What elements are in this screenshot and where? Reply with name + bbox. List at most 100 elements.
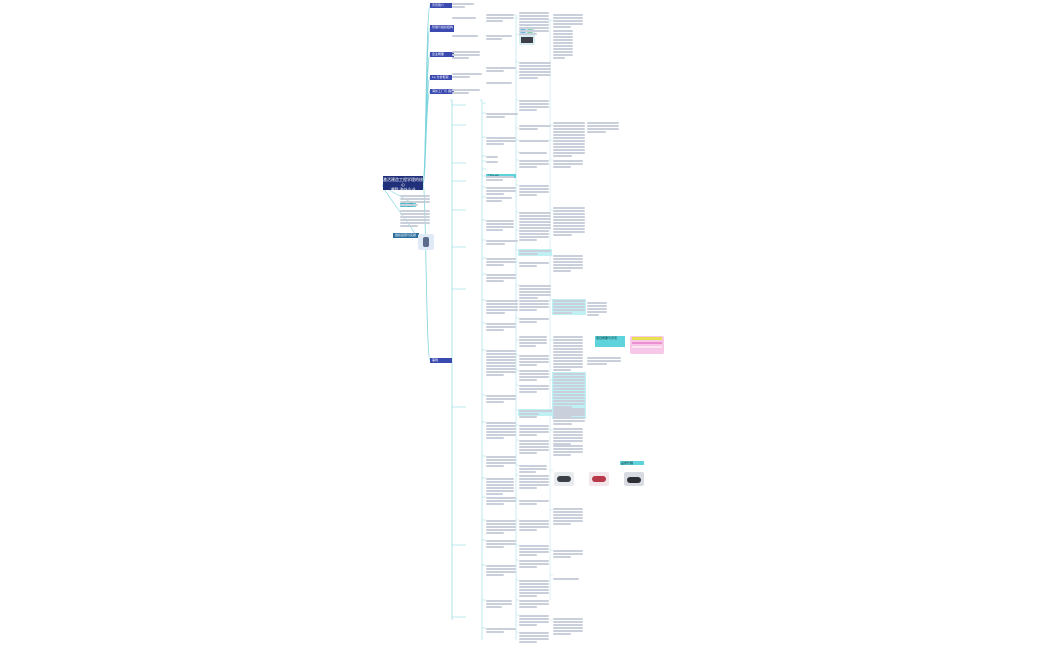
text-line xyxy=(519,191,549,193)
text-line xyxy=(519,212,551,214)
text-line xyxy=(553,309,585,311)
root-topic-line2: 课题:海外企业 xyxy=(390,186,416,192)
text-line xyxy=(519,239,537,241)
text-line xyxy=(486,631,504,633)
text-line xyxy=(486,264,504,266)
text-line xyxy=(553,39,573,41)
text-line xyxy=(519,551,549,553)
text-line xyxy=(553,255,583,257)
text-line xyxy=(519,103,549,105)
text-line xyxy=(519,300,549,302)
text-line xyxy=(486,422,516,424)
text-line xyxy=(519,487,537,489)
text-line xyxy=(553,300,585,302)
text-line xyxy=(486,193,504,195)
text-line xyxy=(553,431,583,433)
text-line xyxy=(519,297,539,299)
text-line xyxy=(553,376,585,378)
branch-topic[interactable]: 企业概要 xyxy=(430,52,454,57)
text-line xyxy=(553,33,573,35)
text-line xyxy=(519,74,551,76)
text-line xyxy=(519,446,549,448)
text-line xyxy=(486,220,514,222)
text-line xyxy=(587,360,621,362)
teal-note[interactable]: 项目概要与背景 xyxy=(595,336,625,347)
text-line xyxy=(519,545,549,547)
text-line xyxy=(486,143,504,145)
text-line xyxy=(519,188,549,190)
text-line xyxy=(519,481,549,483)
text-line xyxy=(553,137,585,139)
text-line xyxy=(519,638,549,640)
text-line xyxy=(486,532,504,534)
text-line xyxy=(519,603,549,605)
text-line xyxy=(486,353,516,355)
text-line xyxy=(519,416,537,418)
text-line xyxy=(553,54,573,56)
text-line xyxy=(519,606,537,608)
text-line xyxy=(553,128,585,130)
text-line xyxy=(553,14,583,16)
branch-topic[interactable]: 管理与组织结构 说明 xyxy=(430,25,454,32)
text-line xyxy=(519,434,537,436)
text-line xyxy=(519,425,549,427)
branch-topic[interactable]: 海外工厂与 展开 xyxy=(430,89,454,94)
text-line xyxy=(553,160,583,162)
text-line xyxy=(486,187,516,189)
text-line xyxy=(400,204,418,206)
text-line xyxy=(519,589,549,591)
text-line xyxy=(519,194,537,196)
text-line xyxy=(553,231,585,233)
motorcycle-image xyxy=(589,472,609,486)
text-line xyxy=(519,65,551,67)
text-line xyxy=(519,68,551,70)
text-line xyxy=(519,336,547,338)
text-line xyxy=(519,475,549,477)
text-line xyxy=(519,185,549,187)
text-line xyxy=(519,18,549,20)
connector-line xyxy=(480,99,483,640)
text-line xyxy=(519,291,551,293)
text-line xyxy=(519,560,549,562)
branch-topic[interactable]: 事例 xyxy=(430,358,452,363)
text-line xyxy=(553,388,585,390)
left-topic[interactable]: 组织运营与实践 xyxy=(393,233,419,238)
text-line xyxy=(486,606,502,608)
text-line xyxy=(519,624,537,626)
text-line xyxy=(553,369,571,371)
text-line xyxy=(452,17,476,19)
text-line xyxy=(553,57,565,59)
text-line xyxy=(519,503,537,505)
text-line xyxy=(553,134,585,136)
text-line xyxy=(553,351,583,353)
highlight-box xyxy=(518,409,554,416)
text-line xyxy=(486,401,504,403)
text-line xyxy=(486,82,512,84)
text-line xyxy=(553,143,585,145)
text-line xyxy=(553,414,585,416)
text-line xyxy=(519,355,549,357)
text-line xyxy=(400,222,430,224)
branch-topic[interactable]: 背景简介 xyxy=(430,3,452,8)
text-line xyxy=(486,329,504,331)
text-line xyxy=(553,210,585,212)
teal-note[interactable]: 品质管理 xyxy=(620,461,644,465)
text-line xyxy=(486,229,503,231)
text-line xyxy=(519,600,549,602)
text-line xyxy=(553,270,571,272)
text-line xyxy=(486,398,516,400)
text-line xyxy=(519,592,549,594)
text-line xyxy=(486,568,516,570)
text-line xyxy=(519,361,549,363)
text-line xyxy=(486,356,516,358)
text-line xyxy=(519,224,551,226)
text-line xyxy=(519,379,537,381)
text-line xyxy=(486,503,504,505)
text-line xyxy=(519,376,549,378)
text-line xyxy=(553,155,573,157)
text-line xyxy=(553,420,585,422)
text-line xyxy=(519,233,549,235)
branch-topic[interactable]: Lp 分析框架 xyxy=(430,75,452,80)
root-topic[interactable]: 激活建造工程学理的核心 课题:海外企业 xyxy=(383,176,423,192)
